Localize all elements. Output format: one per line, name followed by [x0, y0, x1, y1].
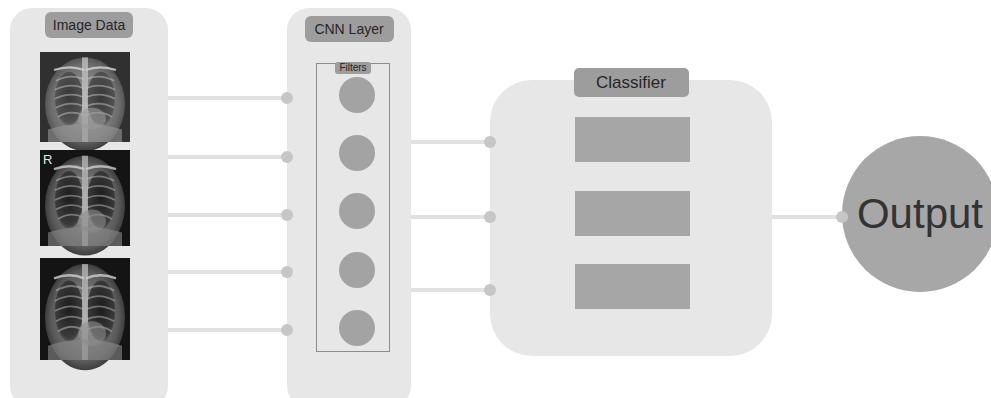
connector-stroke: [772, 215, 842, 219]
connector-dot: [281, 92, 293, 104]
xray-image: [40, 150, 130, 256]
connector-dot: [836, 211, 848, 223]
filter-circle: [339, 77, 375, 113]
connector-line: [168, 266, 293, 278]
image-marker: R: [43, 153, 52, 167]
connector-stroke: [168, 328, 287, 332]
connector-dot: [484, 136, 496, 148]
title-tag: Filters: [335, 62, 370, 74]
connector-dot: [281, 209, 293, 221]
connector-stroke: [168, 155, 287, 159]
connector-stroke: [411, 215, 490, 219]
title-tag: Image Data: [45, 12, 133, 38]
xray-image: [40, 258, 130, 370]
connector-stroke: [411, 288, 490, 292]
connector-line: [168, 324, 293, 336]
filter-circle: [339, 310, 375, 346]
connector-line: [772, 211, 848, 223]
connector-line: [411, 284, 496, 296]
dense-layer: [575, 191, 690, 236]
connector-line: [168, 151, 293, 163]
dense-layer: [575, 117, 690, 162]
connector-stroke: [168, 270, 287, 274]
filter-circle: [339, 135, 375, 171]
connector-dot: [484, 211, 496, 223]
connector-stroke: [168, 96, 287, 100]
filter-circle: [339, 193, 375, 229]
connector-stroke: [411, 140, 490, 144]
connector-dot: [281, 266, 293, 278]
output-circle: Output: [842, 136, 991, 292]
dense-layer: [575, 264, 690, 309]
connector-line: [168, 209, 293, 221]
classifier-layers: [575, 117, 690, 309]
connector-line: [411, 211, 496, 223]
title-tag: CNN Layer: [305, 16, 394, 42]
xray-image: [40, 52, 130, 151]
connector-dot: [281, 324, 293, 336]
title-tag: Classifier: [574, 68, 689, 97]
connector-dot: [484, 284, 496, 296]
connector-stroke: [168, 213, 287, 217]
filter-circle: [339, 252, 375, 288]
connector-line: [168, 92, 293, 104]
output-label: Output: [857, 191, 983, 237]
connector-dot: [281, 151, 293, 163]
filter-circles: [339, 77, 375, 346]
connector-line: [411, 136, 496, 148]
